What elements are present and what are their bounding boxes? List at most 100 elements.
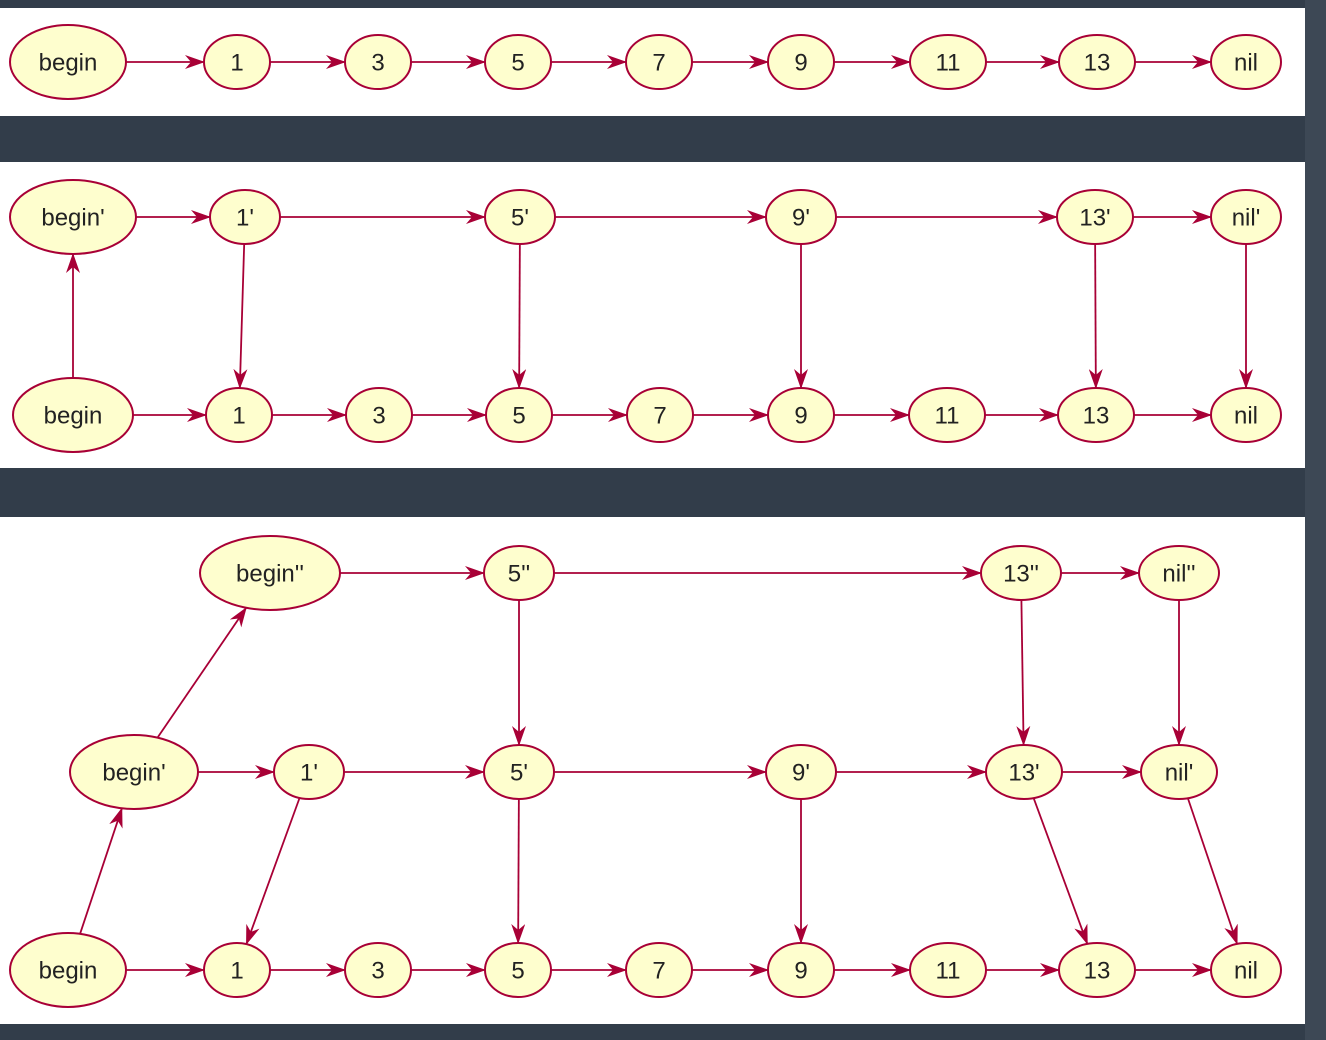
node-ellipse <box>1058 34 1136 90</box>
node-ellipse <box>625 942 693 998</box>
node-ellipse <box>344 34 412 90</box>
edge-nil-prime-to-nil <box>1187 797 1239 945</box>
node-label: 13 <box>1084 958 1111 985</box>
node-13: 13 <box>1058 34 1136 90</box>
node-label: 1' <box>236 205 254 232</box>
node-label: 3 <box>371 50 384 77</box>
node-ellipse <box>483 545 555 601</box>
node-ellipse <box>909 34 987 90</box>
node-ellipse <box>625 34 693 90</box>
node-nil: nil <box>1210 387 1282 443</box>
node-label: 1 <box>232 403 245 430</box>
node-11: 11 <box>909 34 987 90</box>
node-ellipse <box>273 744 345 800</box>
node-label: nil <box>1234 958 1258 985</box>
node-label: begin' <box>102 760 165 787</box>
node-label: 1 <box>230 958 243 985</box>
node-ellipse <box>345 387 413 443</box>
edge-1-prime-to-1 <box>233 243 248 390</box>
node-1: 1 <box>203 942 271 998</box>
node-label: 5 <box>511 50 524 77</box>
node-5-prime: 5' <box>483 744 555 800</box>
node-label: begin' <box>41 205 104 232</box>
node-3: 3 <box>345 387 413 443</box>
node-11: 11 <box>908 387 986 443</box>
node-ellipse <box>765 744 837 800</box>
node-label: 13 <box>1084 50 1111 77</box>
node-5-prime: 5' <box>484 189 556 245</box>
node-9: 9 <box>767 942 835 998</box>
node-nil-double-prime: nil'' <box>1138 545 1220 601</box>
node-label: 1' <box>300 760 318 787</box>
node-label: 13' <box>1079 205 1110 232</box>
node-ellipse <box>484 942 552 998</box>
node-label: 9 <box>794 50 807 77</box>
node-label: 11 <box>936 50 961 77</box>
node-ellipse <box>203 34 271 90</box>
node-ellipse <box>767 942 835 998</box>
node-3: 3 <box>344 942 412 998</box>
window-edge <box>1305 0 1326 1040</box>
node-ellipse <box>1210 189 1282 245</box>
node-9-prime: 9' <box>765 189 837 245</box>
node-ellipse <box>1140 744 1218 800</box>
node-label: 13 <box>1083 403 1110 430</box>
node-begin-double-prime: begin'' <box>199 535 341 611</box>
node-label: 5 <box>511 958 524 985</box>
node-label: 3 <box>372 403 385 430</box>
node-ellipse <box>9 932 127 1008</box>
node-begin: begin <box>12 377 134 453</box>
node-label: 9 <box>794 403 807 430</box>
node-nil-prime: nil' <box>1210 189 1282 245</box>
edge-begin-prime-to-begin-double-prime <box>156 606 247 739</box>
node-label: 5'' <box>508 561 531 588</box>
node-label: begin <box>39 958 98 985</box>
node-5-double-prime: 5'' <box>483 545 555 601</box>
node-9: 9 <box>767 34 835 90</box>
diagram-panel-level-2: begin''5''13''nil''begin'1'5'9'13'nil'be… <box>0 517 1305 1024</box>
node-label: 3 <box>371 958 384 985</box>
node-ellipse <box>985 744 1063 800</box>
node-3: 3 <box>344 34 412 90</box>
node-ellipse <box>205 387 273 443</box>
edge-13-double-prime-to-13-prime <box>1016 599 1031 747</box>
edge-5-prime-to-5 <box>511 798 526 945</box>
node-label: 5' <box>511 205 529 232</box>
node-label: 1 <box>230 50 243 77</box>
node-1: 1 <box>203 34 271 90</box>
node-ellipse <box>485 387 553 443</box>
node-ellipse <box>980 545 1062 601</box>
node-ellipse <box>1210 34 1282 90</box>
node-label: nil' <box>1232 205 1261 232</box>
node-label: 11 <box>935 403 960 430</box>
node-begin-prime: begin' <box>69 734 199 810</box>
node-label: 7 <box>652 958 665 985</box>
node-11: 11 <box>909 942 987 998</box>
node-ellipse <box>1210 942 1282 998</box>
node-label: nil <box>1234 50 1258 77</box>
node-5: 5 <box>485 387 553 443</box>
node-label: begin <box>39 50 98 77</box>
node-label: nil' <box>1165 760 1194 787</box>
node-nil-prime: nil' <box>1140 744 1218 800</box>
node-1-prime: 1' <box>209 189 281 245</box>
node-ellipse <box>1210 387 1282 443</box>
node-ellipse <box>765 189 837 245</box>
edge-1-prime-to-1 <box>245 797 301 946</box>
node-ellipse <box>767 387 835 443</box>
node-label: 9' <box>792 205 810 232</box>
node-label: 11 <box>936 958 961 985</box>
node-ellipse <box>9 179 137 255</box>
node-begin-prime: begin' <box>9 179 137 255</box>
node-label: 9' <box>792 760 810 787</box>
node-ellipse <box>484 34 552 90</box>
node-ellipse <box>1056 189 1134 245</box>
node-label: 5 <box>512 403 525 430</box>
node-begin: begin <box>9 932 127 1008</box>
edge-begin-to-begin-prime <box>79 807 123 935</box>
node-ellipse <box>1057 387 1135 443</box>
node-label: nil'' <box>1162 561 1195 588</box>
